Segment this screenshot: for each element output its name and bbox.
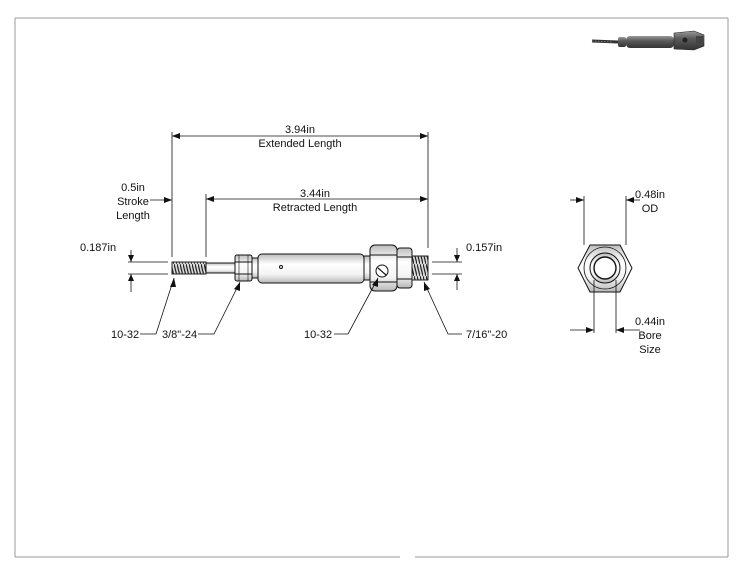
bore-circle: [593, 256, 617, 280]
retracted-length-value: 3.44in: [300, 188, 330, 200]
nose-collar: [251, 257, 259, 279]
rear-cap: [363, 255, 371, 281]
cylinder-barrel: [257, 253, 365, 284]
rear-thread: [411, 255, 429, 281]
drawing-frame: [14, 17, 729, 558]
callout-rear-thread: 7/16"-20: [466, 329, 507, 341]
extended-length-value: 3.94in: [285, 124, 315, 136]
port-diameter-value: 0.157in: [466, 242, 502, 254]
outer-diameter-label: OD: [642, 203, 659, 215]
side-view: [171, 244, 429, 292]
rod-nut: [234, 254, 253, 282]
bore-size-value: 0.44in: [635, 316, 665, 328]
vent-hole: [279, 265, 283, 269]
stroke-length-value: 0.5in: [121, 182, 145, 194]
end-view: [577, 244, 633, 293]
rod-diameter-value: 0.187in: [80, 242, 116, 254]
outer-diameter-value: 0.48in: [635, 189, 665, 201]
rod-plain: [205, 262, 236, 274]
rod-thread: [171, 261, 207, 275]
rear-nut: [396, 247, 413, 289]
retracted-length-label: Retracted Length: [273, 202, 357, 214]
callout-nose-thread: 3/8"-24: [162, 329, 197, 341]
bore-size-label-2: Size: [639, 344, 660, 356]
stroke-length-label-1: Stroke: [117, 196, 149, 208]
callout-rod-thread: 10-32: [111, 329, 139, 341]
bore-size-label-1: Bore: [638, 330, 661, 342]
dimension-lines: [128, 132, 462, 335]
callout-port-thread: 10-32: [304, 329, 332, 341]
thumbnail-view: [591, 30, 705, 51]
extended-length-label: Extended Length: [258, 138, 341, 150]
stroke-length-label-2: Length: [116, 210, 150, 222]
end-view-dimensions: [570, 196, 640, 333]
end-view-arrows: [576, 197, 634, 333]
dimension-arrows: [128, 133, 460, 291]
